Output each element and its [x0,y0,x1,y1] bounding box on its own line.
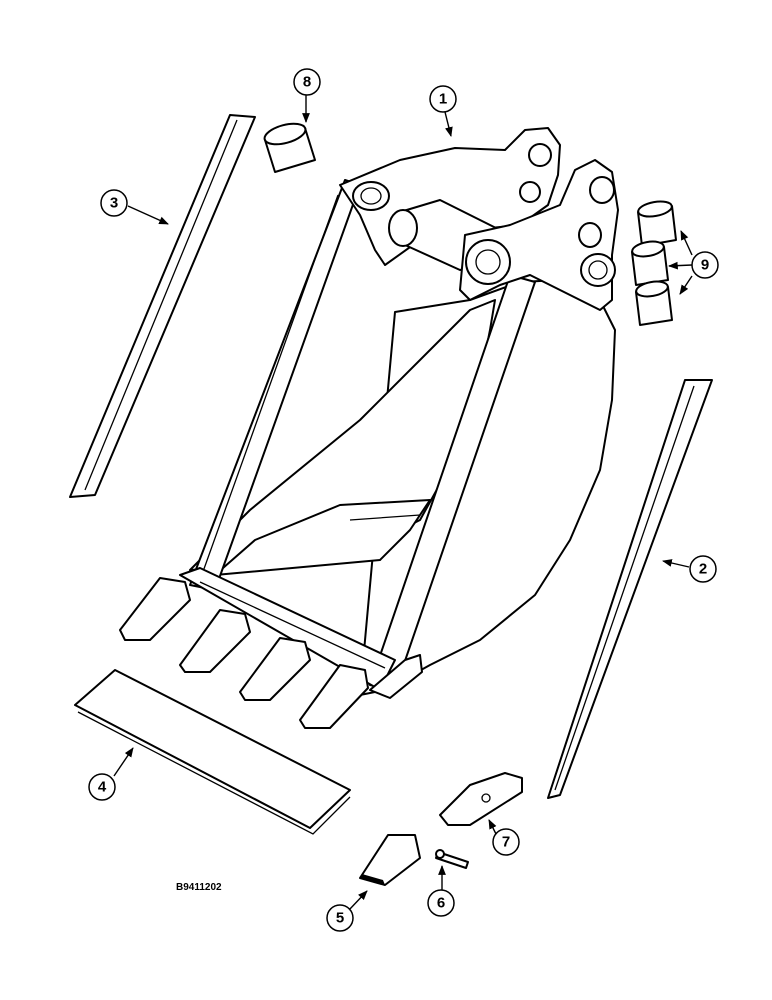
bushing-set [631,200,677,326]
callout-9: 9 [691,251,719,279]
callout-5-label: 5 [336,910,344,927]
callout-4-label: 4 [98,779,107,796]
callout-2: 2 [689,555,717,583]
callout-7: 7 [492,828,520,856]
callout-6: 6 [427,889,455,917]
tooth-adapter [439,772,523,826]
callout-3-label: 3 [110,195,118,212]
callout-8: 8 [293,68,321,96]
bucket-teeth [119,577,423,729]
tooth-loose [359,834,421,886]
cutting-edge [74,669,351,835]
callout-6-label: 6 [437,895,445,912]
figure-reference-code: B9411202 [176,882,222,893]
callout-4: 4 [88,773,116,801]
leader-lines [113,95,693,911]
callout-2-label: 2 [699,561,707,578]
callout-7-label: 7 [502,834,510,851]
side-cutter-right [547,379,713,799]
callout-9-label: 9 [701,257,709,274]
bucket-body [179,127,619,696]
callout-5: 5 [326,904,354,932]
bushing-single [263,122,316,173]
retaining-pin [435,849,469,869]
side-cutter-left [69,114,256,498]
callout-8-label: 8 [303,74,311,91]
callout-1-label: 1 [439,91,447,108]
callout-3: 3 [100,189,128,217]
callout-1: 1 [429,85,457,113]
